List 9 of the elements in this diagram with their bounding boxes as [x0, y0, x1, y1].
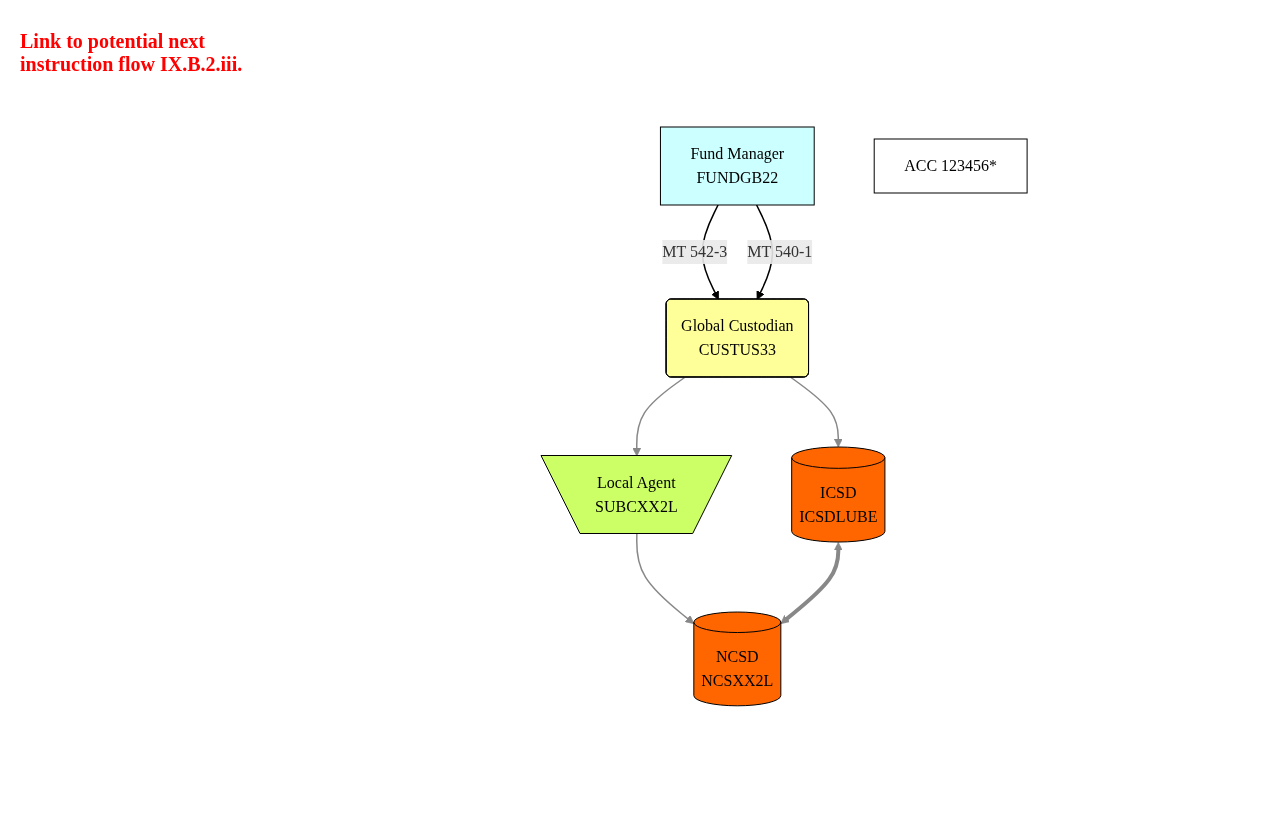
edge-label: MT 540-1	[747, 242, 813, 260]
arrow	[780, 541, 844, 624]
arrow	[632, 376, 686, 456]
edge-label: MT 542-3	[662, 242, 728, 260]
arrow	[790, 376, 844, 447]
arrow	[636, 532, 695, 624]
node-box: ACC 123456*	[874, 138, 1029, 194]
node-box: Fund Manager FUNDGB22	[660, 126, 816, 206]
note-text: Link to potential next instruction flow IX.B.2.iii.	[20, 30, 244, 76]
